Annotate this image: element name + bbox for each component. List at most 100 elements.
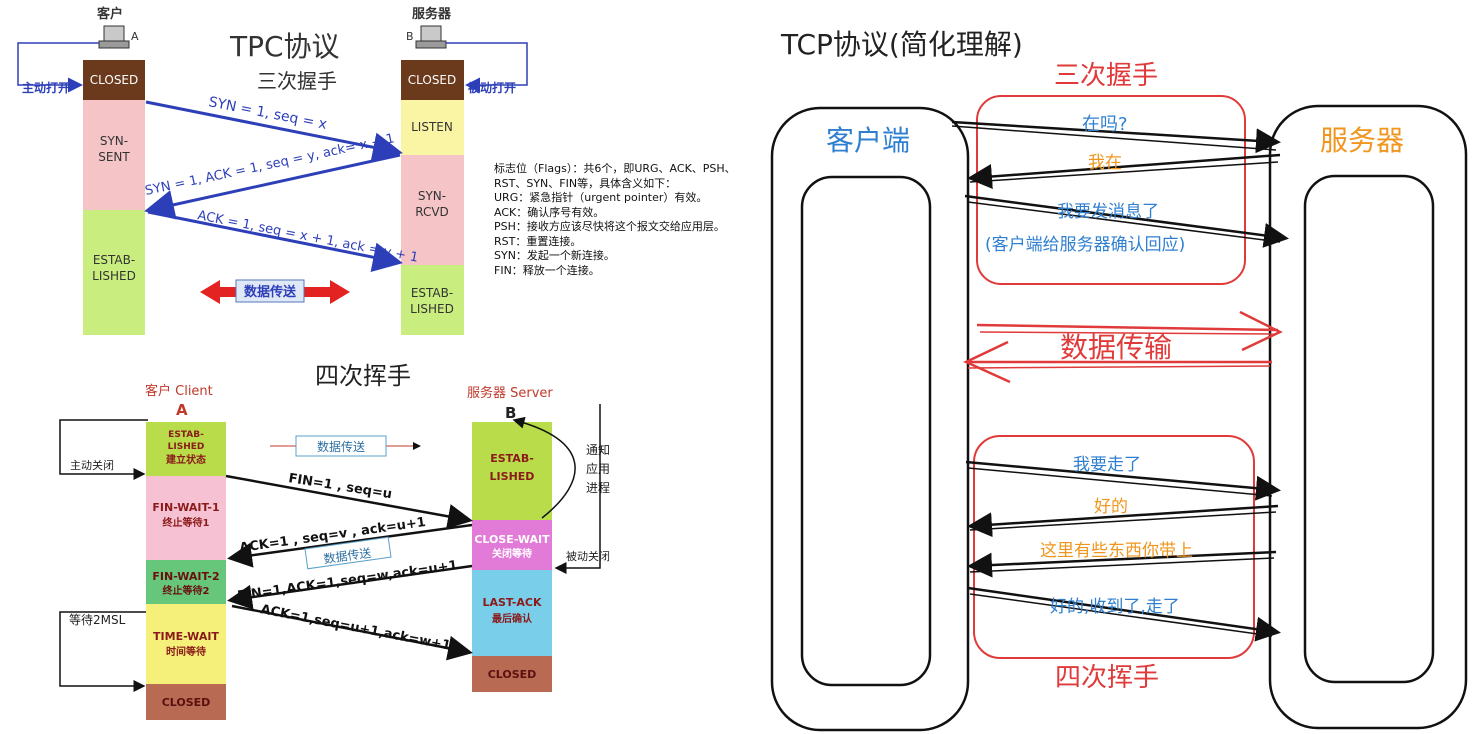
tw-server-listen-box — [401, 100, 464, 155]
fw-client-estab-en-2: LISHED — [168, 442, 205, 452]
fw-client-closed-en: CLOSED — [162, 696, 211, 709]
sketch-hs-msg-3: 我要发消息了 — [1057, 202, 1159, 222]
fw-server-closewait-box — [472, 520, 552, 570]
sketch-client-inner — [800, 175, 932, 687]
fw-msg-4: ACK=1,seq=u+1,ack=w+1 — [259, 602, 452, 654]
tw-msg-3: ACK = 1, seq = x + 1, ack = y + 1 — [196, 208, 419, 266]
fw-data-transfer-mid-label: 数据传送 — [323, 545, 373, 567]
fw-server-closed-box — [472, 656, 552, 692]
sketch-title: TCP协议(简化理解) — [780, 28, 1023, 61]
active-open-label: 主动打开 — [22, 80, 70, 95]
fw-client-timewait-en: TIME-WAIT — [153, 630, 219, 643]
flags-line: RST、SYN、FIN等，具体含义如下： — [494, 176, 677, 190]
client-computer-icon — [98, 25, 130, 49]
sketch-hs-msg-4: (客户端给服务器确认回应) — [985, 235, 1185, 255]
fw-client-finwait2-zh: 终止等待2 — [163, 584, 210, 597]
sketch-wave-msg-1: 我要走了 — [1073, 455, 1141, 475]
fw-notify-2: 应用 — [586, 461, 610, 476]
sketch-handshake-label: 三次握手 — [1054, 61, 1158, 91]
sketch-server-outer — [1268, 104, 1468, 730]
fw-client-finwait2-box — [146, 560, 226, 604]
fw-data-transfer-mid-box — [304, 536, 392, 570]
sketch-data-arrows — [963, 310, 1283, 384]
three-way-handshake: 客户 服务器 A B 主动打开 被动打开 CLOSED SYN- SENT ES… — [17, 6, 528, 335]
tw-server-state-estab: ESTAB- — [411, 286, 453, 300]
fw-client-label: 客户 Client — [145, 383, 213, 399]
flags-line: ACK：确认序号有效。 — [494, 205, 605, 219]
tw-server-state-closed: CLOSED — [408, 73, 457, 87]
tw-client-state-synsent-2: SENT — [98, 150, 130, 164]
fw-server-estab-en: ESTAB- — [490, 452, 534, 465]
sketch-server-label: 服务器 — [1320, 124, 1404, 157]
fw-server-lastack-box — [472, 570, 552, 656]
tw-client-estab-box — [83, 210, 145, 335]
sketch-wave-msg-3: 这里有些东西你带上 — [1040, 541, 1193, 561]
passive-open-label: 被动打开 — [468, 80, 516, 95]
tw-server-state-synrcvd-2: RCVD — [415, 205, 449, 219]
fw-server-label: 服务器 Server — [467, 385, 553, 401]
tw-title: TPC协议 — [229, 30, 340, 63]
sketch-hs-msg-2: 我在 — [1088, 153, 1122, 173]
fw-server-closed-en: CLOSED — [488, 668, 537, 681]
fw-client-finwait1-zh: 终止等待1 — [163, 516, 210, 529]
fw-server-letter: B — [505, 404, 516, 422]
fw-passive-close: 被动关闭 — [566, 549, 610, 563]
tw-server-letter: B — [406, 30, 414, 43]
fw-data-transfer-top — [270, 435, 421, 457]
sketch-wave-msg-2: 好的 — [1094, 497, 1128, 517]
sketch-client-label: 客户端 — [826, 124, 910, 157]
tw-server-state-estab-2: LISHED — [410, 302, 454, 316]
fw-notify-3: 进程 — [586, 480, 610, 495]
fw-server-closewait-en: CLOSE-WAIT — [474, 533, 550, 546]
fw-server-closewait-zh: 关闭等待 — [492, 547, 532, 560]
fw-server-estab-en-2: LISHED — [490, 470, 535, 483]
flags-line: RST：重置连接。 — [494, 234, 582, 248]
sketch-wave-label: 四次挥手 — [1055, 663, 1159, 693]
flags-explanation: 标志位（Flags）：共6个，即URG、ACK、PSH、 RST、SYN、FIN… — [494, 162, 769, 278]
fw-client-estab-box — [146, 422, 226, 476]
tw-client-state-closed: CLOSED — [90, 73, 139, 87]
tw-client-state-estab: ESTAB- — [93, 253, 135, 267]
fw-client-finwait1-en: FIN-WAIT-1 — [152, 501, 219, 514]
tw-client-state-estab-2: LISHED — [92, 269, 136, 283]
fw-notify-1: 通知 — [586, 443, 610, 457]
sketch-wave-msg-4: 好的,收到了,走了 — [1050, 597, 1180, 617]
fw-client-finwait2-en: FIN-WAIT-2 — [152, 570, 219, 583]
flags-line: SYN：发起一个新连接。 — [494, 249, 615, 262]
tw-server-synrcvd-box — [401, 155, 464, 265]
sketch-wave-box — [973, 435, 1255, 659]
tw-server-closed-box — [401, 60, 464, 100]
server-computer-icon — [415, 25, 447, 49]
fw-data-transfer-top-label: 数据传送 — [317, 439, 365, 454]
fw-client-letter: A — [176, 401, 188, 419]
tw-server-state-listen: LISTEN — [411, 120, 453, 134]
fw-active-close: 主动关闭 — [70, 458, 114, 472]
tw-server-state-synrcvd: SYN- — [418, 189, 446, 203]
tw-data-transfer-label: 数据传送 — [244, 284, 297, 300]
flags-line: PSH：接收方应该尽快将这个报文交给应用层。 — [494, 220, 725, 233]
tw-data-transfer-arrow — [200, 279, 350, 304]
fw-title: 四次挥手 — [315, 362, 411, 390]
sketch-client-outer — [770, 106, 970, 732]
fw-server-estab-box — [472, 422, 552, 520]
fw-wait-2msl: 等待2MSL — [69, 613, 126, 627]
sketch-data-label: 数据传输 — [1060, 331, 1172, 364]
fw-client-timewait-zh: 时间等待 — [166, 645, 206, 658]
fw-msg-3: FIN=1,ACK=1,seq=w,ack=u+1 — [236, 558, 458, 604]
sketch-diagram: TCP协议(简化理解) 客户端 服务器 三次握手 在吗? 我在 我要发消息了 (… — [770, 28, 1468, 732]
tw-subtitle: 三次握手 — [257, 69, 337, 93]
fw-client-finwait1-box — [146, 476, 226, 560]
sketch-handshake-box — [976, 95, 1246, 285]
tw-client-closed-box — [83, 60, 145, 100]
tw-client-synsent-box — [83, 100, 145, 210]
tw-client-state-synsent: SYN- — [100, 134, 128, 148]
fw-client-timewait-box — [146, 604, 226, 684]
flags-line: 标志位（Flags）：共6个，即URG、ACK、PSH、 — [494, 162, 736, 175]
fw-client-closed-box — [146, 684, 226, 720]
fw-client-estab-en: ESTAB- — [168, 430, 204, 440]
flags-line: FIN：释放一个连接。 — [494, 263, 600, 277]
tw-server-estab-box — [401, 265, 464, 335]
fw-client-estab-zh: 建立状态 — [165, 453, 206, 466]
